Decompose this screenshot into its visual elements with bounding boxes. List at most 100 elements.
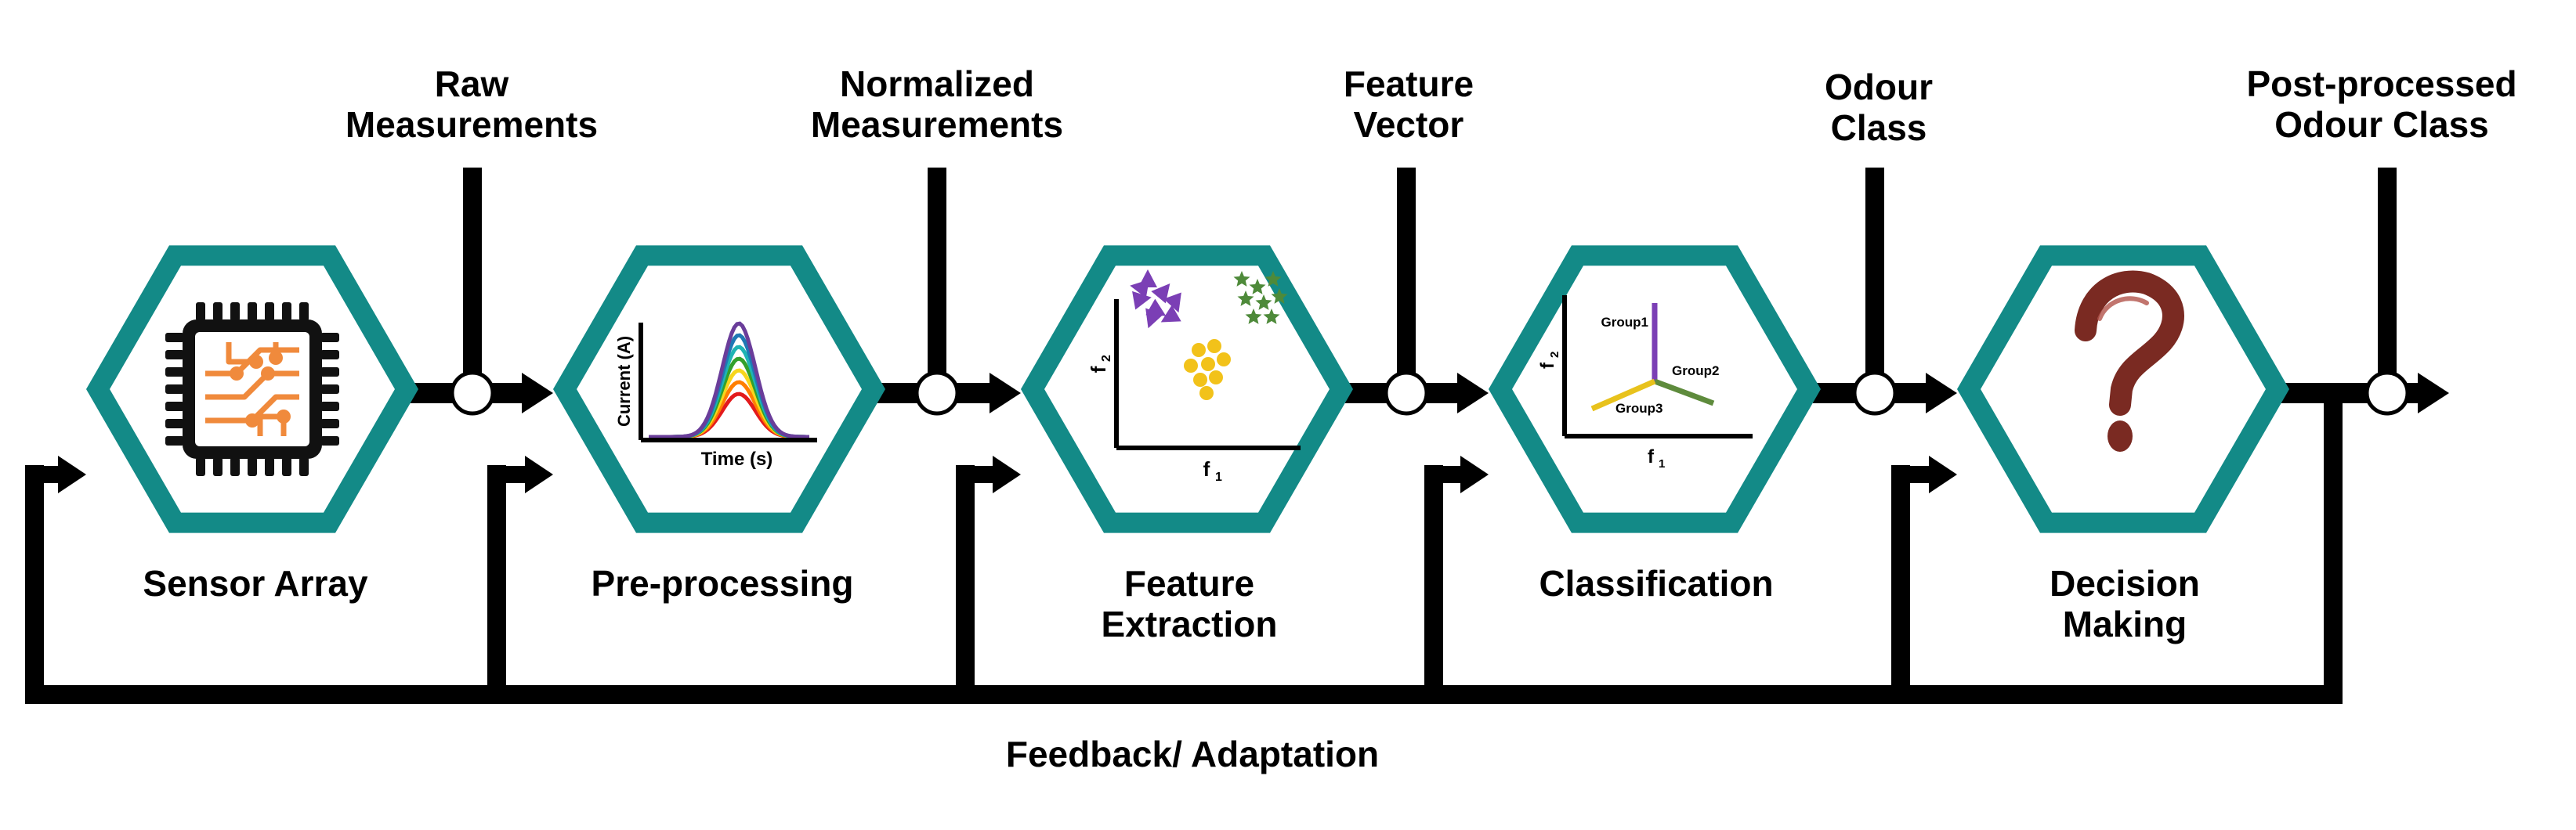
graph-y-label: f (1087, 366, 1110, 373)
group3-label: Group3 (1615, 401, 1662, 416)
chip-pin (165, 436, 184, 446)
output-taps (450, 168, 2410, 416)
question-mark-hook (2075, 270, 2184, 416)
cluster-star (1263, 309, 1280, 324)
output-label-raw-measurements: Raw Measurements (345, 63, 599, 145)
chip-pin (320, 402, 339, 411)
chip-pin (165, 419, 184, 428)
group2-label: Group2 (1672, 363, 1719, 378)
feedback-arrow-head (1929, 456, 1957, 493)
chip-pin (165, 350, 184, 359)
junction-circle (1384, 370, 1429, 416)
cluster-triangle (1163, 292, 1181, 313)
cluster-dot (1199, 386, 1214, 400)
peak-curve (649, 321, 809, 439)
chip-pin (230, 457, 240, 476)
feedback-loop (25, 393, 2343, 704)
chip-icon (165, 302, 339, 476)
cluster-star (1245, 309, 1262, 324)
chip-pin (320, 350, 339, 359)
graph-x-label: f (1203, 457, 1210, 481)
chip-pin (165, 333, 184, 342)
chip-pin (299, 457, 309, 476)
group3-line (1590, 378, 1656, 412)
chip-trace-node (249, 355, 263, 369)
chip-trace-node (277, 410, 291, 424)
flow-arrow-head (1926, 373, 1957, 413)
cluster-dot (1201, 357, 1215, 371)
chip-trace (205, 394, 299, 424)
chip-pin (282, 302, 291, 321)
junction-circle (914, 370, 960, 416)
cluster-star (1249, 279, 1266, 294)
stage-label-classification: Classification (1539, 563, 1774, 604)
chip-pin (165, 384, 184, 394)
output-label-post-processed-odour-class: Post-processed Odour Class (2246, 63, 2517, 145)
output-label-odour-class: Odour Class (1825, 67, 1933, 148)
chip-trace-node (269, 351, 283, 365)
feedback-arrow-head (993, 456, 1021, 493)
question-mark-icon (2075, 270, 2184, 452)
peak-graph-icon: Time (s)Current (A) (614, 321, 817, 470)
chip-pin (282, 457, 291, 476)
cluster-dot (1209, 370, 1223, 384)
cluster-star (1255, 294, 1272, 310)
cluster-dot (1207, 339, 1221, 353)
chip-pin (320, 419, 339, 428)
cluster-triangle (1130, 279, 1149, 298)
cluster-dot (1184, 359, 1198, 373)
chip-pin (248, 302, 257, 321)
chip-trace (226, 342, 256, 365)
output-label-normalized-measurements: Normalized Measurements (810, 63, 1064, 145)
chip-pin (213, 302, 223, 321)
chip-pin (320, 436, 339, 446)
feedback-arrow-head (525, 456, 553, 493)
chip-pin (265, 457, 274, 476)
cluster-triangle (1145, 308, 1163, 329)
cluster-dot (1193, 373, 1207, 387)
cluster-dot (1217, 352, 1231, 366)
stage-label-feature-extraction: Feature Extraction (1101, 563, 1278, 644)
feedback-arrow-head (1460, 456, 1489, 493)
graph-x-label: f (1648, 446, 1655, 467)
chip-pin (299, 302, 309, 321)
stage-label-pre-processing: Pre-processing (591, 563, 854, 604)
flow-arrow-head (1457, 373, 1489, 413)
junction-circle (450, 370, 495, 416)
stage-label-sensor-array: Sensor Array (143, 563, 368, 604)
chip-trace (257, 413, 287, 436)
cluster-star (1271, 288, 1288, 304)
chip-pin (320, 384, 339, 394)
chip-trace-node (230, 366, 244, 381)
chip-trace-node (245, 413, 259, 428)
chip-pin (196, 302, 205, 321)
hexagon-classification (1488, 245, 1822, 533)
chip-pin (320, 333, 339, 342)
graph-y-label-subscript: 2 (1548, 352, 1561, 358)
graph-y-label: Current (A) (614, 336, 634, 427)
chip-pin (165, 402, 184, 411)
chip-pin (165, 367, 184, 377)
flow-arrow-head (522, 373, 553, 413)
chip-pin (265, 302, 274, 321)
graph-y-label: f (1537, 362, 1558, 369)
chip-pin (196, 457, 205, 476)
chip-pin (248, 457, 257, 476)
feedback-arrow-head (58, 456, 86, 493)
cluster-star (1237, 290, 1254, 306)
question-mark-dot (2107, 420, 2133, 452)
cluster-star (1233, 271, 1250, 287)
group2-line (1653, 378, 1715, 406)
chip-pin (213, 457, 223, 476)
chip-trace (205, 370, 299, 400)
cluster-triangle (1132, 290, 1152, 310)
graph-x-label-subscript: 1 (1659, 457, 1665, 471)
flow-arrow-head (2418, 373, 2449, 413)
chip-pin (230, 302, 240, 321)
junction-circle (1852, 370, 1898, 416)
cluster-star (1264, 271, 1282, 287)
flow-arrow-head (990, 373, 1021, 413)
stage-hexagons (85, 245, 2290, 533)
